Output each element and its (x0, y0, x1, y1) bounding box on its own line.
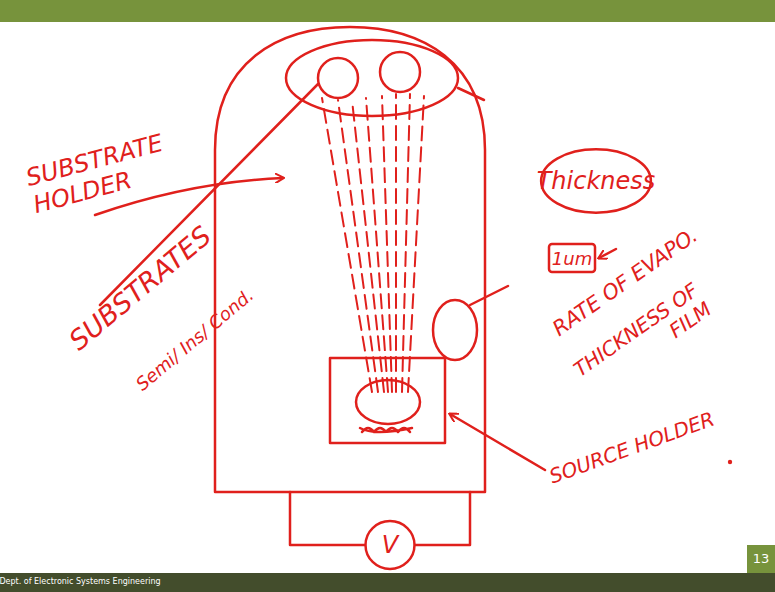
part-label: SUBSTRATE HOLDER (23, 121, 206, 220)
leader-line (450, 414, 545, 470)
source-material (360, 428, 412, 432)
node-text: V (382, 531, 398, 559)
source-charge (356, 380, 420, 424)
node-text: Thickness (537, 167, 656, 195)
node-border (366, 521, 415, 569)
source-holder (330, 358, 445, 443)
node-border (549, 244, 595, 272)
voltmeter-symbol: V (365, 520, 415, 570)
page-number: 13 (753, 552, 770, 567)
node-text: 1um (552, 248, 592, 269)
bell-jar (215, 27, 485, 492)
dot (728, 460, 732, 464)
substrate (380, 52, 420, 92)
power-wire (290, 492, 470, 545)
leader-line (100, 84, 318, 305)
monitor-lead (470, 286, 508, 305)
footer-text: Dept. of Electronic Systems Engineering (0, 577, 161, 586)
thickness-monitor (433, 300, 477, 360)
substrate (318, 58, 358, 98)
part-label: SOURCE HOLDER (546, 407, 717, 488)
thickness-oval: Thickness (540, 148, 652, 214)
vapor-stream (322, 94, 424, 392)
holder-support (458, 88, 484, 100)
substrate-holder (286, 40, 458, 116)
title-bar (0, 0, 775, 22)
value-box: 1um (548, 243, 596, 273)
leader-line (599, 249, 616, 258)
note-label: Semi/ Ins/ Cond. (132, 285, 258, 395)
